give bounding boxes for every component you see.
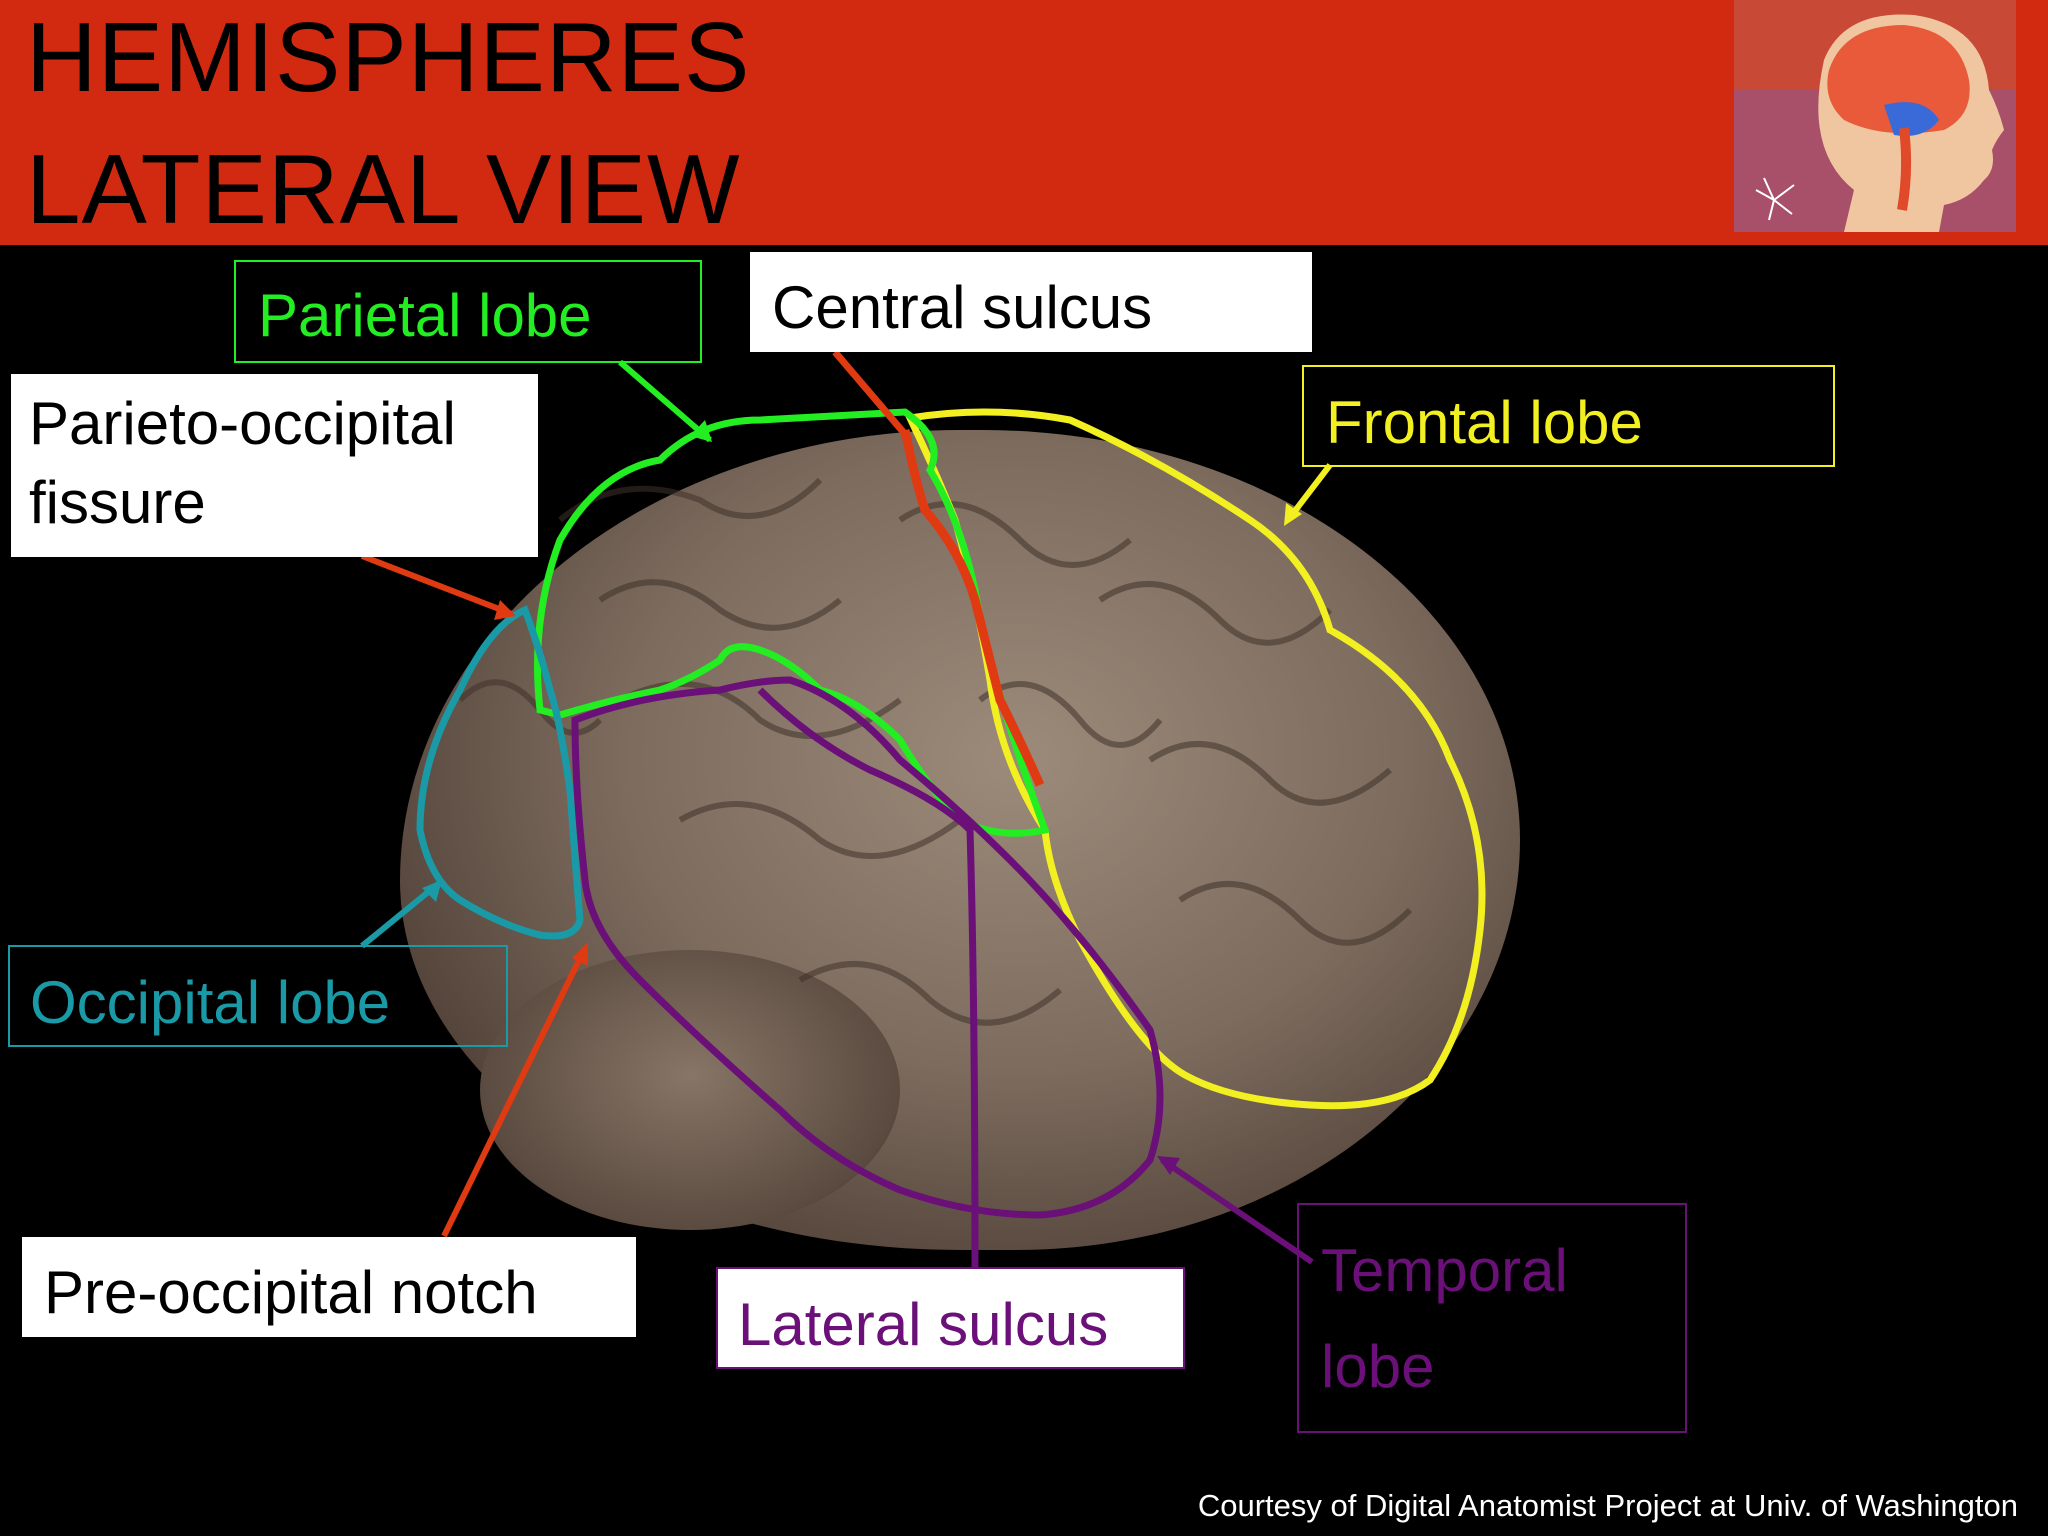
occipital-lobe-label: Occipital lobe <box>8 945 508 1047</box>
cerebellum-shading <box>480 950 900 1230</box>
pre-occipital-arrowhead <box>572 942 588 966</box>
lateral-sulcus-line <box>757 687 979 1269</box>
occipital-lobe-label-text: Occipital lobe <box>30 969 391 1036</box>
image-credit: Courtesy of Digital Anatomist Project at… <box>1197 1488 2018 1523</box>
head-brain-thumbnail <box>1734 0 2016 232</box>
frontal-lobe-label: Frontal lobe <box>1302 365 1835 467</box>
temporal-lobe-label-line1: Temporal <box>1321 1237 1568 1304</box>
temporal-arrowhead <box>1157 1156 1180 1175</box>
temporal-pointer <box>1160 1157 1314 1265</box>
pre-occipital-pointer <box>441 946 588 1238</box>
temporal-lobe-outline <box>571 676 1164 1219</box>
central-sulcus-pointer <box>832 349 913 443</box>
occipital-arrowhead <box>422 880 442 902</box>
central-sulcus-line <box>900 429 1045 787</box>
slide-title-line-2: LATERAL VIEW <box>26 134 741 244</box>
parietal-lobe-label: Parietal lobe <box>234 260 702 363</box>
temporal-lobe-label: Temporal lobe <box>1297 1203 1687 1433</box>
frontal-lobe-label-text: Frontal lobe <box>1326 389 1643 456</box>
gyri-texture <box>457 477 1413 1026</box>
frontal-lobe-outline <box>904 408 1486 1110</box>
lateral-sulcus-label-text: Lateral sulcus <box>738 1291 1109 1358</box>
title-banner: HEMISPHERES LATERAL VIEW <box>0 0 2048 245</box>
parietal-lobe-outline <box>534 408 1050 837</box>
temporal-lobe-label-line2: lobe <box>1321 1333 1435 1400</box>
parietal-pointer <box>618 359 712 443</box>
parieto-occipital-label-line1: Parieto-occipital <box>29 390 456 457</box>
pre-occipital-notch-label-text: Pre-occipital notch <box>44 1259 538 1326</box>
parietal-lobe-label-text: Parietal lobe <box>258 282 592 349</box>
central-sulcus-label-text: Central sulcus <box>772 274 1153 341</box>
slide-title-line-1: HEMISPHERES <box>26 2 751 112</box>
parietal-arrowhead <box>690 420 712 442</box>
parieto-occipital-label: Parieto-occipital fissure <box>11 374 538 557</box>
parieto-occipital-label-line2: fissure <box>29 469 206 537</box>
occipital-lobe-outline <box>416 605 584 940</box>
pre-occipital-notch-label: Pre-occipital notch <box>22 1237 636 1337</box>
central-sulcus-label: Central sulcus <box>750 252 1312 352</box>
parieto-occipital-arrowhead <box>494 600 516 620</box>
occipital-pointer <box>360 881 440 949</box>
parieto-occipital-pointer <box>360 553 514 617</box>
frontal-arrowhead <box>1284 503 1302 526</box>
lateral-sulcus-label: Lateral sulcus <box>716 1267 1185 1369</box>
